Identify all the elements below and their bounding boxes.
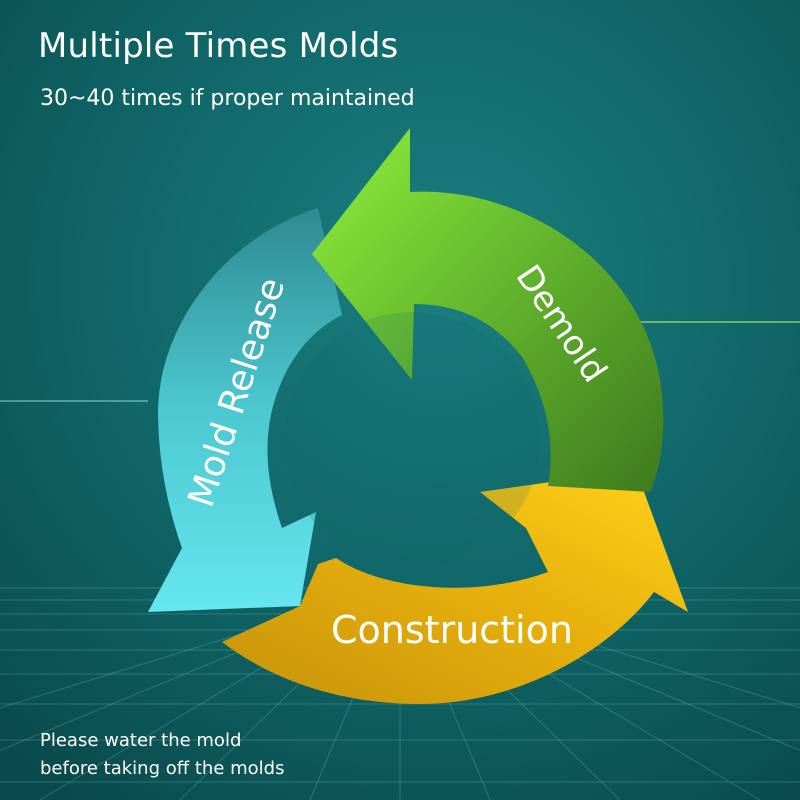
demold-arrow (312, 128, 664, 492)
page-subtitle: 30~40 times if proper maintained (40, 86, 415, 111)
maintenance-note: Please water the mold before taking off … (40, 727, 284, 783)
step-label-construction: Construction (331, 608, 573, 652)
construction-arrow (222, 470, 688, 704)
page-title: Multiple Times Molds (38, 26, 399, 66)
mold-release-arrow (148, 208, 342, 612)
note-line-2: before taking off the molds (40, 758, 285, 779)
note-line-1: Please water the mold (40, 730, 242, 751)
cycle-center (284, 312, 540, 568)
